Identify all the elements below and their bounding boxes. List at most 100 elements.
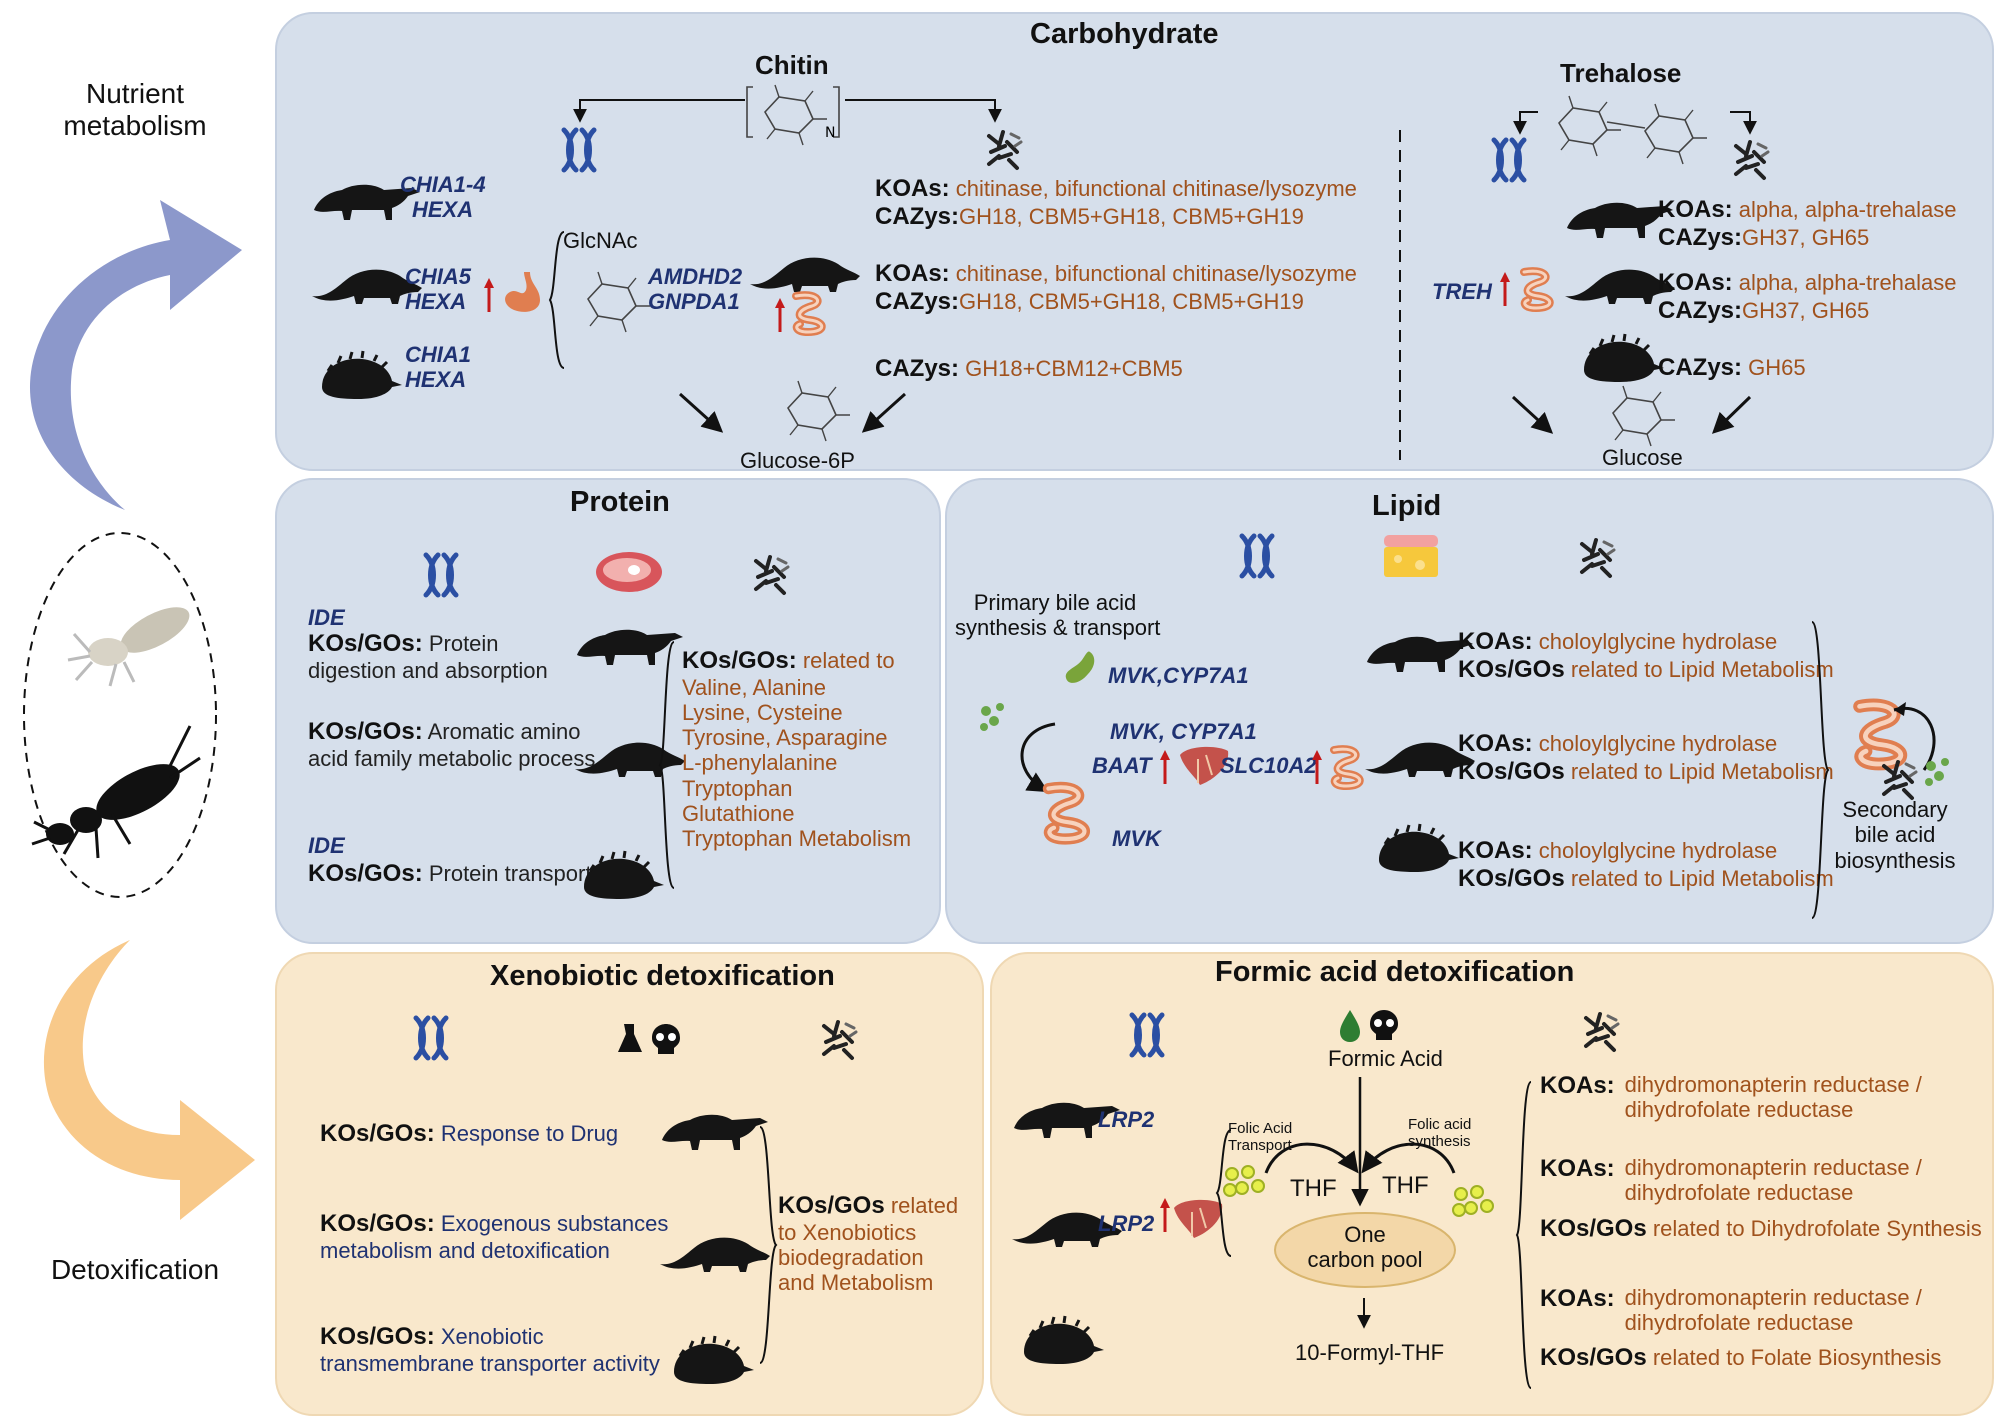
- dna-icon: [560, 130, 600, 174]
- xeno-row-2: KOs/GOs: Exogenous substances metabolism…: [320, 1210, 669, 1263]
- glucose6p-arrows: [678, 392, 907, 433]
- gene-slc10a2: SLC10A2: [1220, 753, 1317, 778]
- anteater-icon: [662, 1114, 768, 1150]
- protein-title: Protein: [570, 486, 670, 518]
- echidna-icon: [1582, 332, 1666, 384]
- dna-icon: [422, 555, 462, 599]
- gene-lrp2-2: LRP2: [1098, 1211, 1155, 1236]
- lipid-title: Lipid: [1372, 490, 1442, 522]
- echidna-icon: [582, 849, 666, 901]
- formic-title: Formic acid detoxification: [1215, 956, 1575, 988]
- gene-mvk: MVK: [1112, 826, 1161, 851]
- gut-icon: [1518, 268, 1562, 312]
- dna-icon: [1490, 140, 1530, 184]
- up-arrow-icon: [1498, 270, 1512, 308]
- gene-baat: BAAT: [1092, 753, 1152, 778]
- pangolin-icon: [750, 257, 860, 292]
- stomach-icon: [505, 272, 540, 312]
- gene-treh: TREH: [1432, 279, 1492, 304]
- protein-row-2: KOs/GOs: Aromatic amino acid family meta…: [308, 718, 596, 771]
- detox-arrow-icon: [43, 940, 255, 1220]
- thf-left-label: THF: [1290, 1175, 1337, 1202]
- trehalose-structure: [1558, 95, 1708, 165]
- up-arrow-icon: [482, 276, 496, 314]
- secondary-cycle-arrow: [1893, 702, 1936, 771]
- carbohydrate-title: Carbohydrate: [1030, 18, 1219, 50]
- formic-row-3-kg: KOs/GOs related to Folate Biosynthesis: [1540, 1344, 1942, 1371]
- microbe-icon: [822, 1020, 858, 1060]
- gene-ide-1: IDE: [308, 605, 345, 630]
- lipid-row-3: KOAs: choloylglycine hydrolase KOs/GOs r…: [1458, 837, 1834, 892]
- termite-soldier-icon: [31, 725, 201, 859]
- dna-icon: [1128, 1015, 1168, 1059]
- echidna-icon: [1377, 822, 1461, 874]
- fat-icon: [1384, 535, 1438, 577]
- pangolin-icon: [660, 1237, 770, 1272]
- trehalose-row-1: KOAs: alpha, alpha-trehalase CAZys:GH37,…: [1658, 196, 1957, 251]
- gallbladder-icon: [1065, 651, 1095, 683]
- chitin-branch-arrows: [573, 99, 1002, 123]
- glcnac-label: GlcNAc: [563, 228, 638, 253]
- dna-icon: [412, 1018, 452, 1062]
- lipid-curve-arrow: [1020, 722, 1056, 793]
- formic-left-bracket: [1215, 1129, 1232, 1257]
- gut-icon: [790, 292, 834, 336]
- chitin-row-1: KOAs: chitinase, bifunctional chitinase/…: [875, 175, 1357, 230]
- glucose-label: Glucose: [1602, 445, 1683, 470]
- xeno-related: KOs/GOs related to Xenobiotics biodegrad…: [778, 1192, 959, 1296]
- microbe-icon: [1734, 140, 1770, 180]
- echidna-icon: [1022, 1314, 1106, 1366]
- glucose-arrows: [1511, 395, 1752, 434]
- glcnac-structure: [587, 271, 651, 333]
- thf-right-label: THF: [1382, 1172, 1429, 1199]
- glucose-structure: [1612, 385, 1676, 447]
- gene-lrp2-1: LRP2: [1098, 1107, 1155, 1132]
- dna-icon: [1238, 536, 1278, 580]
- microbe-icon: [754, 555, 790, 595]
- formic-right-bracket: [1515, 1081, 1532, 1389]
- chitin-row-3: CAZys: GH18+CBM12+CBM5: [875, 355, 1183, 382]
- protein-row-3: KOs/GOs: Protein transport: [308, 860, 592, 887]
- chitin-structure: N: [746, 84, 840, 146]
- protein-related: KOs/GOs: related to Valine, Alanine Lysi…: [682, 647, 912, 852]
- up-arrow-icon: [1158, 1196, 1172, 1234]
- gene-ide-2: IDE: [308, 833, 345, 858]
- trehalose-row-3: CAZys: GH65: [1658, 354, 1806, 381]
- pool-arrow: [1357, 1298, 1371, 1329]
- lipid-row-2: KOAs: choloylglycine hydrolase KOs/GOs r…: [1458, 730, 1834, 785]
- formic-acid-label: Formic Acid: [1328, 1046, 1443, 1071]
- formyl-thf-label: 10-Formyl-THF: [1295, 1340, 1445, 1365]
- protein-bracket: [658, 641, 675, 889]
- protein-row-1: KOs/GOs: Protein digestion and absorptio…: [308, 630, 548, 683]
- meat-icon: [596, 552, 662, 592]
- formic-row-2-kg: KOs/GOs related to Dihydrofolate Synthes…: [1540, 1215, 1982, 1242]
- chitin-label: Chitin: [755, 50, 829, 80]
- echidna-icon: [320, 349, 404, 401]
- drop-skull-icon: [1340, 1010, 1398, 1042]
- glucose6p-structure: [787, 380, 851, 442]
- nutrient-arrow-icon: [29, 200, 242, 510]
- trehalose-row-2: KOAs: alpha, alpha-trehalase CAZys:GH37,…: [1658, 269, 1957, 324]
- gene-mvk-cyp7a1-a: MVK,CYP7A1: [1108, 663, 1249, 688]
- trehalose-branch-arrows: [1513, 111, 1757, 135]
- gut-icon: [1040, 783, 1100, 845]
- xeno-row-3: KOs/GOs: Xenobiotic transmembrane transp…: [320, 1323, 660, 1376]
- xenobiotic-title: Xenobiotic detoxification: [490, 960, 835, 992]
- up-arrow-icon: [1158, 748, 1172, 786]
- xeno-row-1: KOs/GOs: Response to Drug: [320, 1120, 619, 1147]
- detox-label: Detoxification: [50, 1254, 220, 1285]
- lipid-row-1: KOAs: choloylglycine hydrolase KOs/GOs r…: [1458, 628, 1834, 683]
- formic-flow-arrows: [1264, 1077, 1456, 1207]
- microbe-icon: [1580, 538, 1616, 578]
- flask-skull-icon: [618, 1024, 680, 1054]
- carbohydrate-panel: [275, 12, 1994, 471]
- formic-row-1: KOAs: dihydromonapterin reductase /dihyd…: [1540, 1072, 1922, 1123]
- lipid-bracket: [1811, 621, 1830, 919]
